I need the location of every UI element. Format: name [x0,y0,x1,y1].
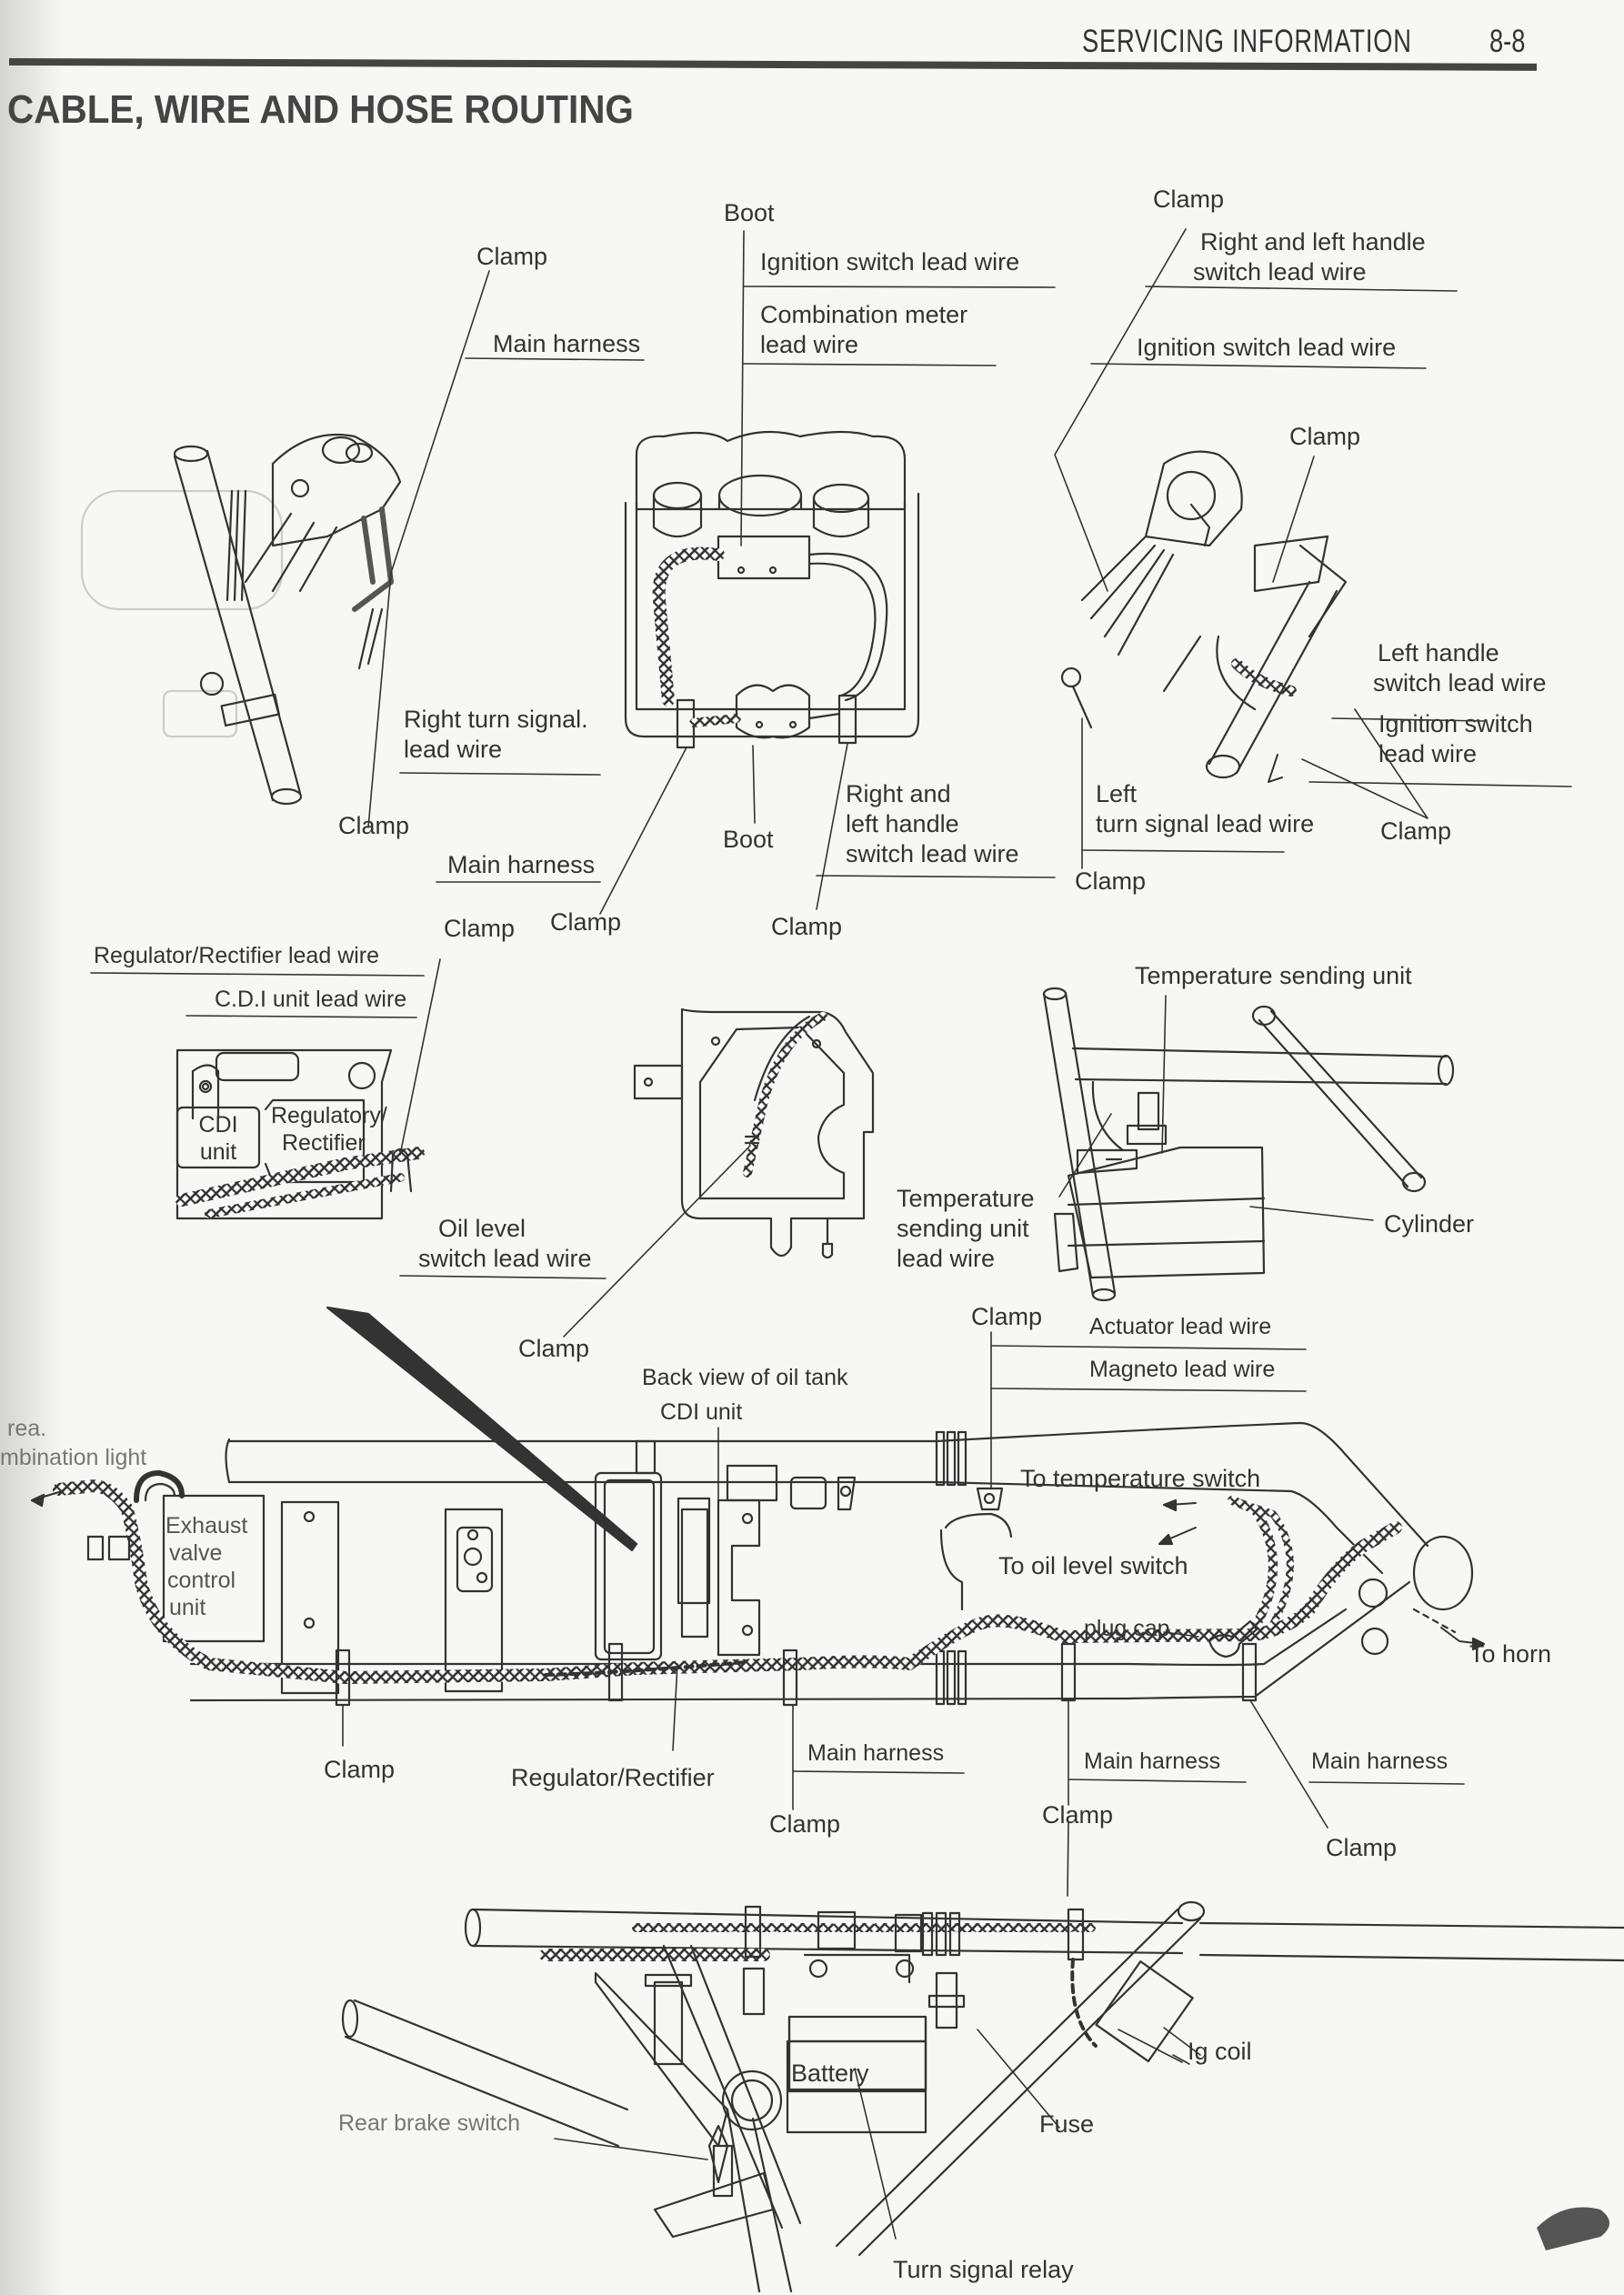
label-regulatory-rectifier: Regulatory/ Rectifier [271,1103,387,1156]
label-clamp: Clamp [1289,423,1361,450]
label-clamp: Clamp [771,913,843,940]
right-handlebar-illustration [80,270,645,828]
label-main-harness: Main harness [1311,1749,1449,1774]
label-oil-level-switch-lead-wire: Oil level switch lead wire [418,1215,592,1272]
label-ig-coil: Ig coil [1188,2038,1252,2065]
label-exhaust-valve-control-unit: Exhaust valve control unit [165,1513,248,1620]
label-regulator-rectifier: Regulator/Rectifier [511,1764,715,1791]
label-right-left-handle-switch-lead-wire: Right and left handle switch lead wire [1193,228,1426,286]
left-handlebar-illustration [1054,228,1572,869]
battery-area-illustration [341,1900,1624,2293]
label-clamp: Clamp [444,915,516,942]
label-right-turn-signal-lead-wire: Right turn signal. lead wire [404,706,588,763]
label-rear-combination-light: rea. mbination light [0,1416,147,1470]
label-clamp: Clamp [1075,867,1147,895]
label-left-turn-signal-lead-wire: Left turn signal lead wire [1096,780,1315,837]
label-clamp: Clamp [971,1303,1043,1330]
label-ignition-switch-lead-wire: Ignition switch lead wire [760,248,1020,276]
label-boot: Boot [724,199,775,226]
label-battery: Battery [791,2059,869,2087]
cylinder-temperature-sender-illustration [1042,987,1455,1302]
ink-smudge [1537,2207,1609,2250]
frame-harness-illustration [30,1306,1486,1897]
oil-tank-illustration [563,1007,875,1338]
label-cdi-unit: CDI unit [198,1112,238,1165]
label-main-harness: Main harness [493,330,641,357]
label-to-temperature-switch: To temperature switch [1020,1465,1261,1492]
label-combination-meter-lead-wire: Combination meter lead wire [760,301,968,358]
combination-meter-illustration [436,230,1056,915]
label-clamp: Clamp [1380,817,1452,845]
label-clamp: Clamp [518,1335,590,1362]
label-right-left-handle-switch-lead-wire: Right and left handle switch lead wire [846,780,1019,867]
label-regulator-rectifier-lead-wire: Regulator/Rectifier lead wire [94,943,380,968]
label-temperature-sending-unit-lead-wire: Temperature sending unit lead wire [897,1185,1035,1272]
label-to-oil-level-switch: To oil level switch [998,1552,1188,1579]
label-ignition-switch-lead-wire: Ignition switch lead wire [1137,334,1397,361]
label-left-handle-switch-lead-wire: Left handle switch lead wire [1373,639,1547,697]
label-clamp: Clamp [476,243,548,270]
label-cdi-unit-lead-wire: C.D.I unit lead wire [215,987,407,1012]
label-main-harness: Main harness [807,1740,945,1766]
page-number: 8-8 [1489,24,1526,59]
label-rear-brake-switch: Rear brake switch [338,2110,521,2136]
label-clamp: Clamp [338,812,410,839]
label-fuse: Fuse [1039,2110,1095,2138]
section-title: CABLE, WIRE AND HOSE ROUTING [7,87,634,132]
label-actuator-lead-wire: Actuator lead wire [1089,1314,1272,1339]
label-magneto-lead-wire: Magneto lead wire [1089,1357,1276,1382]
label-back-view-of-oil-tank: Back view of oil tank [642,1365,848,1390]
running-header: SERVICING INFORMATION [1082,24,1412,59]
cdi-regulator-panel-illustration [90,958,606,1279]
label-to-horn: To horn [1469,1640,1552,1668]
label-main-harness: Main harness [447,851,596,878]
label-ignition-switch-lead-wire: Ignition switch lead wire [1378,710,1533,767]
label-clamp: Clamp [1153,185,1225,213]
label-temperature-sending-unit: Temperature sending unit [1135,962,1412,989]
label-cylinder: Cylinder [1384,1210,1475,1238]
label-clamp: Clamp [324,1756,396,1783]
label-cdi-unit: CDI unit [660,1399,743,1425]
label-main-harness: Main harness [1084,1749,1221,1774]
label-clamp: Clamp [769,1810,841,1838]
label-turn-signal-relay: Turn signal relay [893,2256,1074,2283]
label-clamp: Clamp [1326,1834,1398,1861]
label-clamp: Clamp [1042,1801,1114,1829]
label-clamp: Clamp [550,908,622,936]
label-plug-cap: plug cap [1084,1616,1170,1641]
label-boot: Boot [723,826,774,853]
page-edge-shadow [0,0,64,2295]
